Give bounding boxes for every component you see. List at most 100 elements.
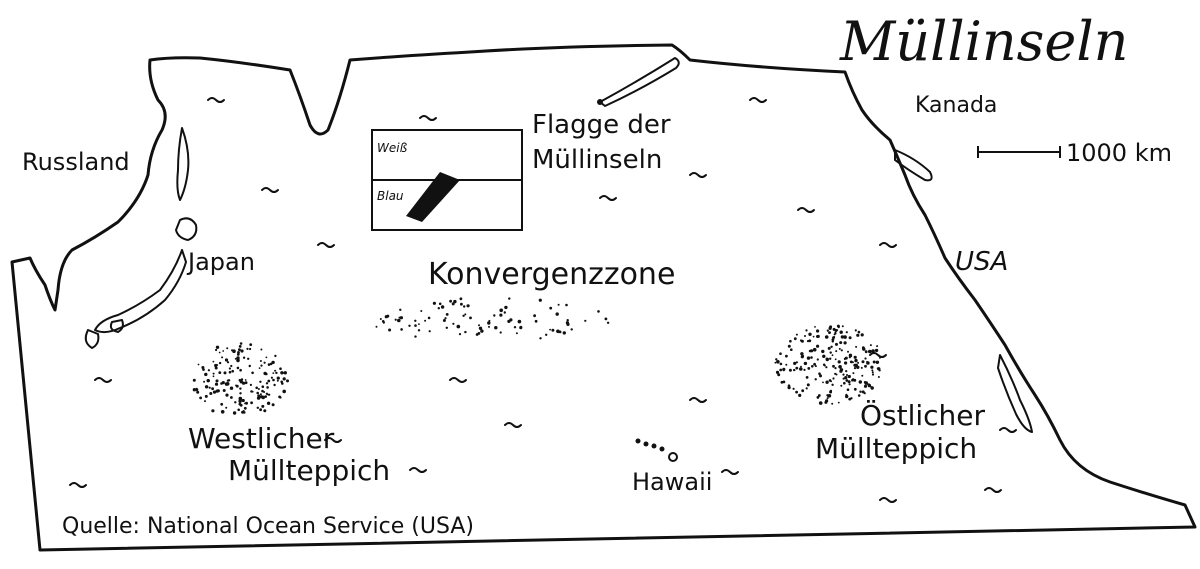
garbage-dot (843, 341, 847, 345)
garbage-dot (785, 354, 788, 358)
garbage-dot (265, 382, 269, 385)
garbage-dot (239, 392, 242, 395)
garbage-dot (256, 406, 259, 409)
garbage-dot (218, 351, 221, 354)
garbage-dot (242, 356, 246, 359)
garbage-dot (816, 344, 820, 348)
garbage-dot (829, 389, 833, 393)
garbage-dot (838, 365, 842, 369)
garbage-dot (225, 406, 228, 409)
garbage-dot (414, 319, 417, 322)
garbage-dot (515, 332, 518, 335)
garbage-dot (849, 360, 853, 364)
garbage-dot (239, 342, 243, 345)
garbage-dot (257, 388, 260, 390)
garbage-dot (831, 402, 834, 405)
garbage-dot (440, 305, 445, 309)
garbage-dot (212, 372, 215, 375)
garbage-dot (830, 345, 833, 348)
label-hawaii: Hawaii (632, 468, 712, 496)
garbage-dot (842, 373, 845, 376)
garbage-dot (271, 403, 275, 407)
garbage-dot (845, 370, 848, 373)
garbage-dot (825, 366, 828, 369)
garbage-dot (261, 404, 265, 408)
garbage-dot (263, 391, 266, 393)
garbage-dot (462, 314, 465, 317)
garbage-dot (803, 361, 808, 366)
garbage-dot (813, 362, 816, 366)
garbage-dot (222, 350, 225, 352)
island-sakhalin (176, 127, 190, 201)
garbage-dot (215, 345, 220, 349)
garbage-dot (782, 367, 786, 371)
garbage-dot (841, 325, 844, 328)
garbage-dot (864, 357, 867, 360)
garbage-dot (507, 319, 511, 323)
garbage-dot (208, 386, 211, 389)
garbage-dot (779, 352, 782, 356)
garbage-dot (800, 339, 804, 343)
garbage-dot (458, 333, 462, 336)
garbage-dot (215, 348, 218, 352)
garbage-dot (263, 409, 267, 413)
garbage-dot (811, 365, 814, 368)
garbage-dot (872, 360, 876, 364)
garbage-dot (204, 400, 206, 403)
garbage-dot (424, 319, 427, 322)
garbage-dot (257, 394, 261, 398)
garbage-dot (597, 310, 600, 313)
garbage-dot (238, 402, 242, 406)
garbage-dot (238, 378, 242, 382)
garbage-dot (847, 374, 851, 379)
garbage-dot (245, 401, 248, 405)
garbage-dot (826, 397, 829, 400)
garbage-dot (478, 324, 480, 327)
garbage-dot (604, 317, 608, 321)
garbage-dot (839, 330, 843, 334)
ocean-outline (10, 43, 1197, 552)
garbage-dot (228, 367, 231, 370)
garbage-dot (795, 366, 799, 370)
garbage-dot (248, 364, 251, 368)
garbage-dot (877, 376, 880, 378)
garbage-dot (428, 330, 431, 333)
garbage-dot (837, 401, 840, 404)
garbage-dot (538, 298, 542, 302)
garbage-dot (878, 369, 881, 372)
garbage-dot (239, 368, 242, 372)
garbage-dot (264, 395, 268, 398)
garbage-dot (806, 383, 810, 387)
garbage-dot (220, 382, 223, 385)
garbage-dot (508, 297, 511, 300)
garbage-dot (286, 379, 289, 383)
source-credit: Quelle: National Ocean Service (USA) (62, 514, 474, 539)
garbage-dot (814, 378, 817, 381)
garbage-dot (829, 351, 832, 354)
garbage-dot (821, 349, 825, 354)
garbage-dot (805, 376, 809, 379)
garbage-dot (499, 308, 504, 313)
garbage-dot (232, 411, 237, 415)
garbage-dot (866, 360, 868, 363)
garbage-dot (261, 385, 265, 389)
garbage-dot (863, 392, 866, 395)
garbage-dot (214, 382, 219, 386)
garbage-dot (787, 344, 791, 348)
label-east-patch-line2: Müllteppich (815, 432, 977, 465)
garbage-dot (834, 358, 837, 361)
garbage-dot (832, 377, 835, 380)
garbage-dot (848, 383, 851, 386)
garbage-dot (864, 381, 868, 385)
garbage-dot (237, 351, 240, 354)
garbage-dot (853, 355, 857, 359)
garbage-dot (271, 360, 275, 365)
garbage-dot (223, 371, 227, 375)
garbage-dot (562, 331, 566, 335)
garbage-dot (798, 393, 802, 397)
garbage-dot (787, 386, 791, 390)
garbage-dot (869, 350, 872, 353)
garbage-dot (418, 323, 420, 325)
